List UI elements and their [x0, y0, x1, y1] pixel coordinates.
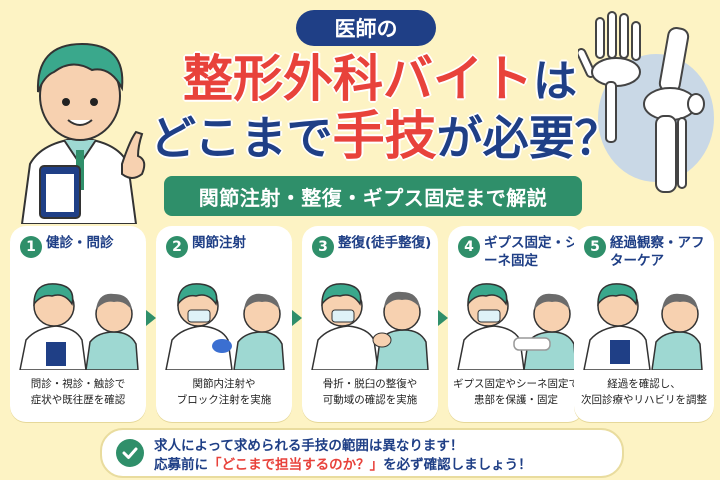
step-number: 3: [312, 236, 334, 258]
step-card-3: 3 整復(徒手整復) 骨折・脱臼の整復や可動域の確認を実施: [302, 226, 438, 422]
desc-line: 関節内注射や: [192, 378, 256, 390]
title-part-a: どこまで: [150, 111, 333, 165]
step-description: 関節内注射やブロック注射を実施: [160, 376, 288, 408]
title-tail: は: [532, 55, 578, 108]
arrow-right-icon: [292, 310, 302, 326]
step-description: ギプス固定やシーネ固定で患部を保護・固定: [452, 376, 580, 408]
step-description: 経過を確認し、次回診療やリハビリを調整: [578, 376, 710, 408]
arrow-right-icon: [146, 310, 156, 326]
step-title: 関節注射: [192, 235, 246, 251]
title-part-b: が必要？: [436, 111, 621, 165]
step-number: 5: [584, 236, 606, 258]
step-card-1: 1 健診・問診 問診・視診・触診で症状や既往歴を確認: [10, 226, 146, 422]
desc-line: 症状や既往歴を確認: [30, 394, 126, 406]
title-line-1: 整形外科バイトは: [160, 48, 600, 113]
step-title: 経過観察・アフターケア: [610, 235, 705, 269]
desc-line: 次回診療やリハビリを調整: [581, 394, 707, 406]
step-number: 2: [166, 236, 188, 258]
step-card-5: 5 経過観察・アフターケア 経過を確認し、次回診療やリハビリを調整: [574, 226, 714, 422]
footer-highlight: 「どこまで担当するのか？」: [208, 457, 384, 473]
subtitle-band: 関節注射・整復・ギプス固定まで解説: [164, 176, 582, 216]
footer-line-2: 応募前に「どこまで担当するのか？」を必ず確認しましょう！: [154, 453, 532, 473]
followup-illustration: [583, 283, 703, 370]
step-title: 健診・問診: [46, 235, 114, 251]
footer-line-1: 求人によって求められる手技の範囲は異なります！: [154, 438, 464, 454]
desc-line: 経過を確認し、: [607, 378, 681, 390]
footer-text: 応募前に: [154, 457, 208, 473]
footer-text: を必ず確認しましょう！: [383, 457, 532, 473]
desc-line: 骨折・脱臼の整復や: [322, 378, 418, 390]
step-card-4: 4 ギプス固定・シーネ固定 ギプス固定やシーネ固定で患部を保護・固定: [448, 226, 584, 422]
title-main: 整形外科バイト: [182, 49, 534, 109]
step-number: 1: [20, 236, 42, 258]
doctor-patient-illustration: [19, 283, 139, 370]
cast-illustration: [457, 283, 577, 370]
title-highlight: 手技: [332, 107, 437, 167]
doctor-illustration: [20, 42, 146, 224]
title-line-2: どこまで手技が必要？: [150, 106, 621, 169]
step-card-2: 2 関節注射 関節内注射やブロック注射を実施: [156, 226, 292, 422]
bone-illustration: [578, 11, 714, 193]
step-number: 4: [458, 236, 480, 258]
injection-illustration: [165, 283, 285, 370]
reduction-illustration: [311, 283, 429, 370]
desc-line: 可動域の確認を実施: [322, 394, 418, 406]
desc-line: ブロック注射を実施: [176, 394, 272, 406]
arrow-right-icon: [438, 310, 448, 326]
header-badge: 医師の: [296, 10, 436, 46]
step-title: ギプス固定・シーネ固定: [484, 235, 579, 269]
desc-line: 問診・視診・触診で: [30, 378, 126, 390]
step-title: 整復(徒手整復): [338, 235, 432, 251]
step-description: 骨折・脱臼の整復や可動域の確認を実施: [306, 376, 434, 408]
footer-banner: 求人によって求められる手技の範囲は異なります！ 応募前に「どこまで担当するのか？…: [100, 428, 624, 478]
desc-line: ギプス固定やシーネ固定で: [453, 378, 579, 390]
check-icon: [116, 439, 144, 467]
step-description: 問診・視診・触診で症状や既往歴を確認: [14, 376, 142, 408]
desc-line: 患部を保護・固定: [474, 394, 558, 406]
